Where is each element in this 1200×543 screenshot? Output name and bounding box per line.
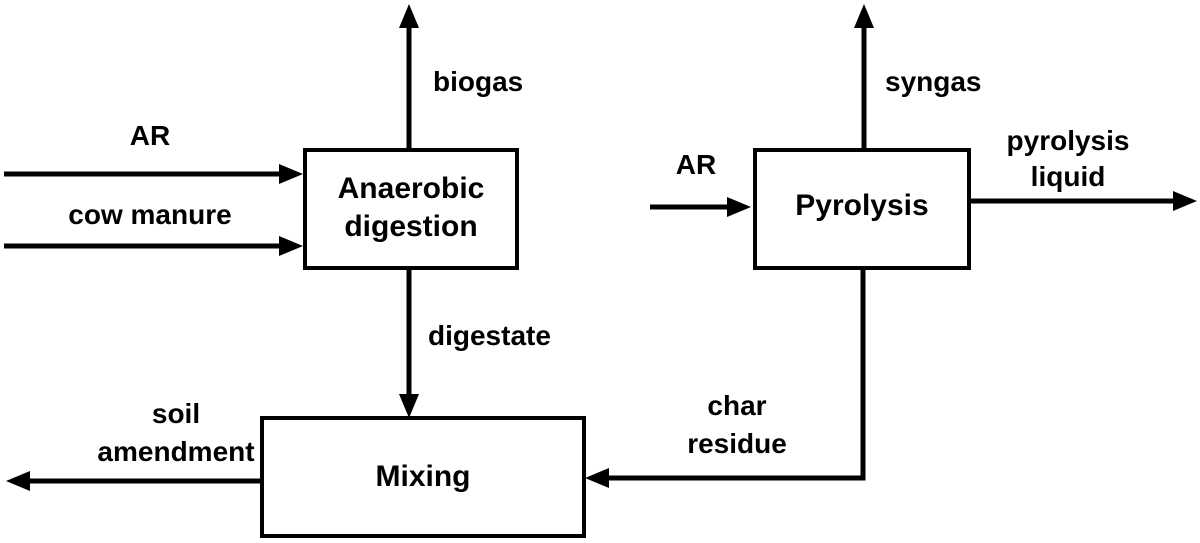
soil-amendment-label-line1: soil [152,398,200,429]
digestate-arrow [399,268,419,418]
mixing-box: Mixing [260,416,586,538]
soil-amendment-label-line2: amendment [97,436,254,467]
char-residue-label-line2: residue [687,428,787,459]
biogas-arrow [399,4,419,150]
ar-right-arrow [650,197,751,217]
char-residue-label-line1: char [707,390,766,421]
pyrolysis-liquid-label-line1: pyrolysis [1007,125,1130,156]
biogas-label: biogas [433,66,523,97]
ar-right-label: AR [676,149,716,180]
pyrolysis-liquid-label-line2: liquid [1031,161,1106,192]
syngas-arrow [854,4,874,150]
mixing-label: Mixing [376,460,471,493]
soil-amendment-arrow [6,471,262,491]
ar-left-arrow [4,164,303,184]
char-residue-arrow [585,268,866,488]
cow-manure-arrow [4,236,303,256]
anaerobic-digestion-label-line2: digestion [344,210,477,243]
anaerobic-digestion-label-line1: Anaerobic [338,172,485,205]
syngas-label: syngas [885,66,982,97]
pyrolysis-box: Pyrolysis [753,148,971,270]
ar-left-label: AR [130,120,170,151]
cow-manure-label: cow manure [68,199,231,230]
digestate-label: digestate [428,320,551,351]
anaerobic-digestion-box: Anaerobic digestion [303,148,519,270]
pyrolysis-label: Pyrolysis [795,189,928,222]
pyrolysis-liquid-arrow [969,191,1197,211]
